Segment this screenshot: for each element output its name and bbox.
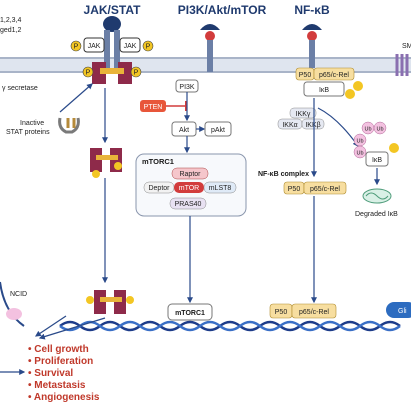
jak-right-label: JAK: [124, 43, 137, 50]
raptor-label: Raptor: [179, 171, 201, 178]
p65-label-3: p65/c-Rel: [299, 309, 329, 316]
ncid-label: NCID: [10, 291, 27, 298]
outcome-item: • Survival: [28, 368, 73, 379]
p65-label-2: p65/c-Rel: [310, 186, 340, 193]
ikb-label-1: IκB: [319, 87, 329, 94]
inactive-stat-protein-icon: [58, 117, 80, 134]
degraded-ikb-label: Degraded IκB: [355, 211, 398, 218]
outcome-arrow-notch: [35, 315, 67, 337]
proteasome-icon: [362, 188, 392, 204]
inactive-stat-label-2: STAT proteins: [6, 129, 50, 136]
akt-label: Akt: [179, 127, 189, 134]
mtor-box: [174, 182, 204, 193]
mtorc1-nuclear-box: [167, 303, 213, 321]
ikk-phospho-arrow: [317, 107, 359, 147]
gamma-secretase-label: γ secretase: [2, 85, 38, 92]
jak-left-label: JAK: [88, 43, 101, 50]
p65-box-1: [313, 67, 355, 81]
pakt-box: [204, 121, 232, 137]
inactive-stat-label-1: Inactive: [20, 120, 44, 127]
smoothened-receptor-partial: SM: [395, 43, 411, 76]
nfkb-complex-label: NF-κB complex: [258, 171, 309, 178]
outcome-item: • Angiogenesis: [28, 392, 100, 403]
stat-dimer-cytoplasm: [90, 148, 122, 178]
outcome-arrow-stat: [38, 317, 106, 340]
ikb-label-ub: IκB: [372, 157, 382, 164]
pten-label: PTEN: [144, 104, 163, 111]
p50-label-1: P50: [299, 72, 312, 79]
inactive-stat-protein-icon-2: [66, 118, 76, 128]
nuclear-envelope: [0, 281, 25, 327]
outcome-list: • Cell growth• Proliferation• Survival• …: [28, 344, 100, 403]
p65-box-3: [291, 303, 337, 319]
ikky-box: [289, 107, 317, 119]
p50-label-2: P50: [288, 186, 301, 193]
gli-box-partial: [386, 302, 411, 318]
ub-label-1: Ub: [364, 127, 371, 133]
phospho-label-3: P: [86, 70, 91, 77]
stat-dimer-nucleus: [86, 290, 134, 314]
ub-label-3: Ub: [356, 139, 363, 145]
gli-partial-label: Gli: [398, 308, 407, 315]
pi3k-receptor: [200, 24, 220, 72]
header-pi3k-akt-mtor: PI3K/Akt/mTOR: [178, 3, 267, 17]
stat-recruit-arrow: [59, 83, 93, 113]
deptor-label: Deptor: [148, 185, 170, 192]
ikb-phospho-dot: [389, 143, 399, 153]
mtorc1-title: mTORC1: [142, 157, 174, 166]
nfkb-receptor: [302, 24, 322, 68]
dna-strand: [59, 320, 401, 332]
raptor-box: [171, 167, 209, 180]
ikka-label: IKKα: [282, 122, 297, 129]
pten-box: [140, 100, 166, 112]
ncid-protein-icon: [6, 308, 22, 320]
jak-stat-receptor: JAK JAK P P P P: [70, 16, 154, 84]
ikkb-box: [301, 118, 325, 130]
header-nfkb: NF-κB: [294, 3, 330, 17]
ubiquitin-chain: Ub Ub Ub Ub: [353, 121, 387, 159]
outcome-item: • Cell growth: [28, 344, 89, 355]
pras40-label: PRAS40: [175, 201, 202, 208]
pras40-box: [169, 197, 207, 210]
outcome-item: • Metastasis: [28, 380, 86, 391]
mtor-label: mTOR: [179, 185, 199, 192]
p65-label-1: p65/c-Rel: [319, 72, 349, 79]
mtorc1-nuclear-label: mTORC1: [175, 310, 205, 317]
pakt-label: pAkt: [211, 127, 225, 134]
mlst8-box: [203, 181, 237, 194]
ikky-label: IKKγ: [296, 111, 311, 118]
ikkb-label: IKKβ: [305, 122, 320, 129]
mlst8-label: mLST8: [209, 185, 232, 192]
ub-label-4: Ub: [356, 151, 363, 157]
ikb-box-1: [303, 81, 345, 97]
sm-partial-label: SM: [402, 43, 411, 50]
ikb-box-ub: [365, 151, 389, 167]
notch-ligand-jagged: ged1,2: [0, 27, 22, 34]
header-jak-stat: JAK/STAT: [84, 3, 142, 17]
p65-box-2: [303, 181, 347, 195]
outcome-item: • Proliferation: [28, 356, 93, 367]
phospho-label-4: P: [134, 70, 139, 77]
p50-label-3: P50: [275, 309, 288, 316]
ub-label-2: Ub: [376, 127, 383, 133]
notch-ligand-numbers: 1,2,3,4: [0, 17, 22, 24]
pi3k-label: PI3K: [179, 84, 195, 91]
phospho-label-1: P: [74, 44, 79, 51]
phospho-label-2: P: [146, 44, 151, 51]
